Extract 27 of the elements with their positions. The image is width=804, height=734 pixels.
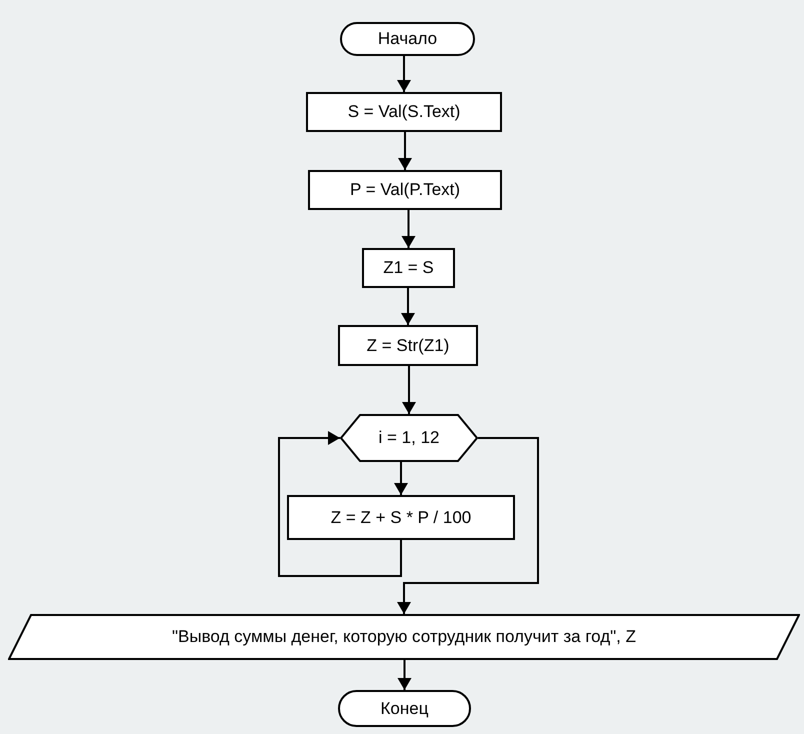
arrow <box>402 366 416 414</box>
node-text: Конец <box>380 698 428 720</box>
node-text: Z = Str(Z1) <box>366 334 450 356</box>
arrow <box>278 431 402 577</box>
process-box <box>287 495 515 540</box>
arrow <box>397 437 539 614</box>
node-text: Начало <box>378 28 438 50</box>
output-parallelogram <box>8 614 800 660</box>
arrow <box>398 660 412 690</box>
arrow <box>397 56 411 92</box>
process-box <box>338 325 478 366</box>
node-text: Z = Z + S * P / 100 <box>330 506 472 528</box>
arrow <box>402 210 416 248</box>
process-box <box>308 170 502 210</box>
node-text: Z1 = S <box>383 257 434 279</box>
arrow <box>394 462 408 495</box>
terminal-shape <box>340 22 475 56</box>
node-text: S = Val(S.Text) <box>348 101 460 123</box>
terminal-shape <box>338 690 471 727</box>
node-text: P = Val(P.Text) <box>350 179 460 201</box>
node-text: "Вывод суммы денег, которую сотрудник получит за год", Z <box>172 626 636 648</box>
arrow <box>401 288 415 325</box>
node-text: i = 1, 12 <box>378 427 440 449</box>
loop-hexagon <box>340 414 478 462</box>
arrow <box>398 132 412 170</box>
process-box <box>362 248 455 288</box>
process-box <box>306 92 502 132</box>
